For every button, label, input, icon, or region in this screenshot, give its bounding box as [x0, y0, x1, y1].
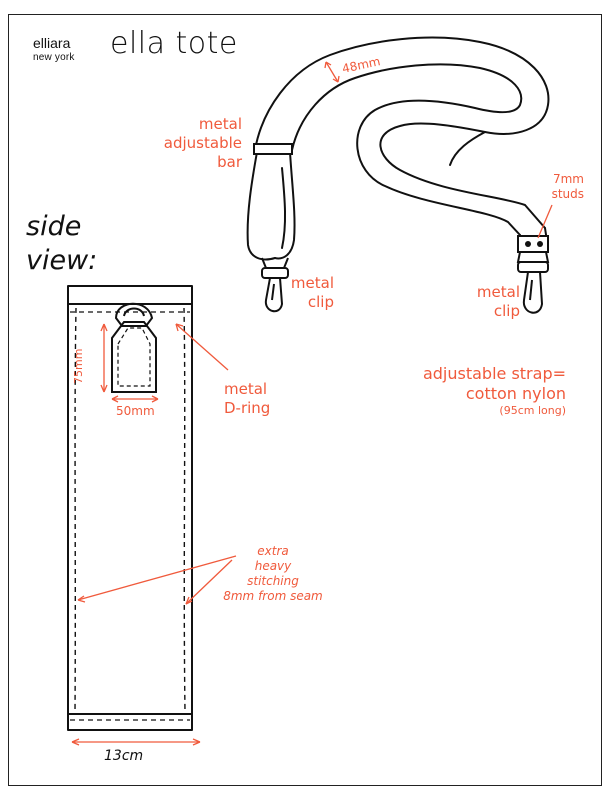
metal-clip-right-icon [516, 251, 550, 314]
dim-75-label: 75mm [72, 348, 85, 384]
d-ring-tab-stitch [117, 327, 151, 387]
brand-name: elliara [33, 35, 71, 51]
brand-city: new york [33, 52, 75, 63]
side-view-line2: view: [26, 245, 98, 276]
stitching-label-l2: heavy [254, 559, 292, 573]
strap-material-label: adjustable strap= cotton nylon (95cm lon… [380, 364, 566, 418]
studs-plate [517, 235, 549, 253]
bag-outline [67, 285, 193, 731]
adjustable-bar-label: metal adjustable bar [150, 115, 242, 171]
bag-stitch-right [183, 307, 186, 713]
adjustable-bar-label-l3: bar [217, 152, 242, 171]
strap-outer-edge [254, 36, 550, 229]
strap-material-l2: cotton nylon [465, 384, 566, 403]
dim-50-label: 50mm [116, 404, 155, 418]
bag-side-view [67, 285, 193, 731]
studs-label-l2: studs [551, 187, 584, 201]
adjustable-bar-label-l1: metal [198, 115, 242, 133]
adjustable-bar-label-l2: adjustable [163, 133, 242, 152]
strap-inner-edge [291, 63, 523, 236]
studs-label-l1: 7mm [552, 172, 584, 186]
page-title: ella tote [110, 26, 238, 61]
side-view-heading: side view: [26, 210, 97, 278]
clip-right-label: metal clip [456, 283, 520, 321]
studs-leader [537, 204, 553, 239]
strap-left-drop-inner [274, 151, 296, 260]
dring-label: metal D-ring [224, 380, 270, 418]
dring-label-l2: D-ring [224, 398, 271, 417]
clip-left-label-l1: metal [290, 274, 334, 292]
d-ring-loop [114, 302, 154, 327]
stitching-label-l1: extra [257, 544, 289, 558]
adjustable-bar [253, 143, 293, 155]
brand-logo: elliara new york [33, 36, 75, 63]
page-border [8, 14, 602, 786]
strap-left-drop-outer [246, 151, 276, 261]
stitch-leader-right [185, 559, 233, 605]
dring-label-l1: metal [224, 380, 268, 398]
width-48-arrow [325, 61, 339, 83]
stud-left-icon [525, 241, 531, 247]
width-13-label: 13cm [104, 748, 144, 764]
clip-right-label-l2: clip [493, 301, 520, 320]
strap-material-l3: (95cm long) [499, 404, 566, 417]
d-ring-tab [111, 321, 157, 393]
stitching-label: extra heavy stitching 8mm from seam [206, 544, 340, 604]
clip-left-label: metal clip [270, 274, 334, 312]
stitch-leader-left [77, 555, 237, 601]
stitching-label-l4: 8mm from seam [223, 589, 323, 603]
strap-material-l1: adjustable strap= [422, 364, 566, 383]
stud-right-icon [537, 241, 543, 247]
d-ring-icon [111, 302, 157, 393]
dring-leader [175, 323, 229, 371]
side-view-line1: side [26, 211, 82, 242]
clip-right-label-l1: metal [476, 283, 520, 301]
metal-clip-left-icon [261, 257, 289, 313]
strap-annotations [324, 61, 553, 239]
side-view-annotations [71, 323, 237, 746]
clip-left-label-l2: clip [307, 292, 334, 311]
strap-twist [449, 131, 486, 166]
bag-stitch-left [74, 307, 77, 713]
studs-label: 7mm studs [530, 172, 584, 202]
stitching-label-l3: stitching [247, 574, 299, 588]
strap-left-fold [281, 167, 287, 249]
